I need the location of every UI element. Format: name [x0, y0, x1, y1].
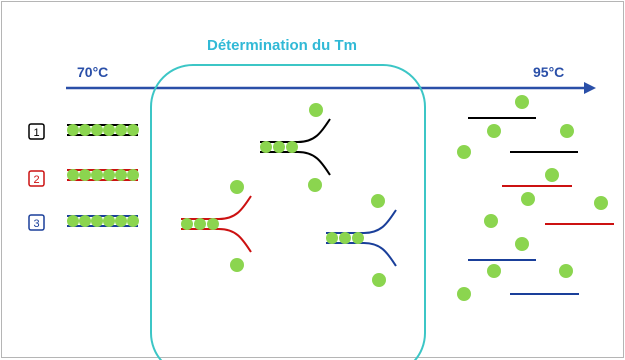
- dye-molecule: [127, 124, 139, 136]
- free-dye-molecule: [372, 273, 386, 287]
- dye-molecule: [273, 141, 285, 153]
- temperature-axis-arrowhead: [584, 82, 596, 94]
- dna-strand-frayed: [297, 118, 331, 143]
- single-strand-dna-group: [468, 117, 614, 295]
- dye-molecule: [286, 141, 298, 153]
- free-dye-molecule: [594, 196, 608, 210]
- dye-molecule: [127, 215, 139, 227]
- double-strand-sample-3: [67, 215, 139, 227]
- dye-molecule: [127, 169, 139, 181]
- free-dye-molecule: [309, 103, 323, 117]
- free-dye-molecule: [487, 264, 501, 278]
- dna-strand-frayed: [363, 242, 397, 267]
- free-dye-molecule: [308, 178, 322, 192]
- dye-molecule: [79, 169, 91, 181]
- double-strand-sample-1: [67, 124, 139, 136]
- dna-strand-frayed: [297, 151, 331, 176]
- sample-3-number: 3: [33, 218, 39, 230]
- free-dye-molecule: [487, 124, 501, 138]
- melting-sample-3: [326, 209, 397, 267]
- double-strand-sample-2: [67, 169, 139, 181]
- free-dye-group: [230, 95, 608, 301]
- dye-molecule: [103, 124, 115, 136]
- sample-2-number: 2: [33, 174, 39, 186]
- free-dye-molecule: [230, 258, 244, 272]
- free-dye-molecule: [457, 287, 471, 301]
- double-strand-dna-group: [67, 124, 139, 227]
- melting-dna-group: [181, 118, 397, 267]
- sample-3-box: 3: [28, 214, 45, 231]
- sample-2-box: 2: [28, 170, 45, 187]
- dye-molecule: [339, 232, 351, 244]
- dye-molecule: [115, 215, 127, 227]
- axis-start-label: 70°C: [77, 64, 108, 80]
- diagram-title: Détermination du Tm: [207, 37, 357, 54]
- free-dye-molecule: [371, 194, 385, 208]
- dna-strand-frayed: [218, 228, 252, 253]
- tm-highlight-box: [150, 64, 426, 360]
- dye-molecule: [181, 218, 193, 230]
- sample-1-number: 1: [33, 127, 39, 139]
- dye-molecule: [91, 124, 103, 136]
- free-dye-molecule: [560, 124, 574, 138]
- dye-molecule: [207, 218, 219, 230]
- dna-strand-frayed: [363, 209, 397, 234]
- dye-molecule: [194, 218, 206, 230]
- free-dye-molecule: [457, 145, 471, 159]
- dye-molecule: [91, 215, 103, 227]
- free-dye-molecule: [559, 264, 573, 278]
- free-dye-molecule: [521, 192, 535, 206]
- sample-1-box: 1: [28, 123, 45, 140]
- free-dye-molecule: [515, 95, 529, 109]
- free-dye-molecule: [515, 237, 529, 251]
- free-dye-molecule: [484, 214, 498, 228]
- dye-molecule: [67, 215, 79, 227]
- dye-molecule: [115, 169, 127, 181]
- dye-molecule: [103, 215, 115, 227]
- dye-molecule: [352, 232, 364, 244]
- dye-molecule: [67, 169, 79, 181]
- dye-molecule: [103, 169, 115, 181]
- dye-molecule: [67, 124, 79, 136]
- dye-molecule: [79, 215, 91, 227]
- dye-molecule: [91, 169, 103, 181]
- axis-end-label: 95°C: [533, 64, 564, 80]
- free-dye-molecule: [545, 168, 559, 182]
- dye-molecule: [115, 124, 127, 136]
- free-dye-molecule: [230, 180, 244, 194]
- dye-molecule: [326, 232, 338, 244]
- dye-molecule: [260, 141, 272, 153]
- dye-molecule: [79, 124, 91, 136]
- melting-sample-1: [260, 118, 331, 176]
- melting-sample-2: [181, 195, 252, 253]
- dna-strand-frayed: [218, 195, 252, 220]
